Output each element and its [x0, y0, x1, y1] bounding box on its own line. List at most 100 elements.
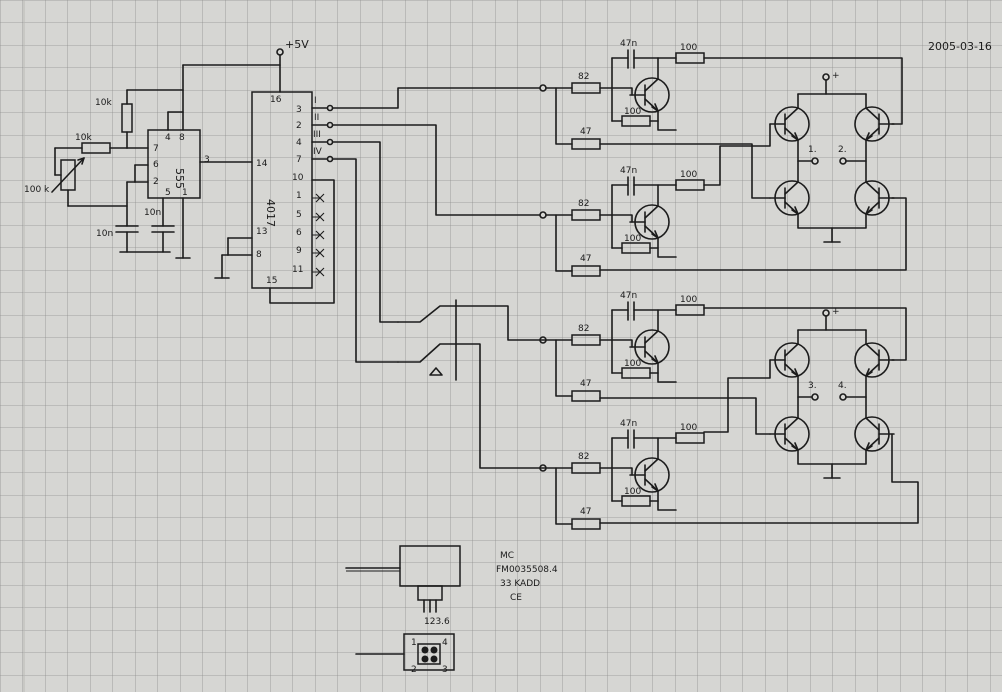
pin-16: 16 [270, 95, 282, 105]
motor-line-2: FM0035508.4 [496, 565, 558, 575]
output-terminal [839, 157, 847, 165]
output-label-b: 4. [838, 381, 847, 391]
ic-555-pin6: 6 [153, 160, 159, 170]
wire [599, 339, 633, 348]
bridge-plus-label: + [832, 307, 840, 317]
emitter-resistor-label: 100 [624, 359, 641, 369]
bridge-plus-label: + [832, 71, 840, 81]
wire [703, 123, 771, 186]
ic-555-pin7: 7 [153, 144, 159, 154]
pulldown-resistor [571, 265, 601, 277]
capacitor-label: 47n [620, 39, 637, 49]
ic-555-pin3: 3 [204, 155, 210, 165]
collector-resistor [675, 304, 705, 316]
wire [599, 433, 919, 524]
pin-1: 1 [296, 191, 302, 201]
collector-resistor-label: 100 [680, 43, 697, 53]
wire [599, 397, 771, 435]
collector-resistor-label: 100 [680, 295, 697, 305]
base-resistor-label: 82 [578, 452, 589, 462]
r-top-label: 10k [95, 98, 112, 108]
pulldown-resistor-label: 47 [580, 127, 591, 137]
pin-2: 2 [296, 121, 302, 131]
pin-13: 13 [256, 227, 267, 237]
pin-14: 14 [256, 159, 268, 169]
pin-9: 9 [296, 246, 302, 256]
motor-sketch: 123.6 MC FM0035508.4 33 KADD CE 1 4 2 3 [345, 545, 558, 675]
ic-4017-name: 4017 [264, 199, 277, 227]
supply-label: +5V [285, 38, 309, 51]
output-terminal [811, 157, 819, 165]
out-II: II [314, 113, 319, 123]
ic-555-pin1: 1 [182, 188, 188, 198]
pin-8: 8 [256, 250, 262, 260]
ic-555-pin8: 8 [179, 133, 185, 143]
wire [657, 110, 677, 131]
output-terminal [839, 393, 847, 401]
ic-555-name: 555 [173, 168, 186, 189]
base-resistor-label: 82 [578, 324, 589, 334]
pulldown-resistor [571, 518, 601, 530]
out-I: I [314, 96, 317, 106]
pulldown-resistor-label: 47 [580, 379, 591, 389]
conn-pin-2: 2 [411, 665, 417, 675]
output-routing [311, 87, 546, 469]
pin-11: 11 [292, 265, 303, 275]
wire [703, 359, 771, 433]
pulldown-resistor-label: 47 [580, 507, 591, 517]
pin-4: 4 [296, 138, 302, 148]
ic-4017: 4017 16 14 13 8 15 3 2 4 7 10 1 5 6 9 11… [214, 91, 335, 304]
pin-15: 15 [266, 276, 277, 286]
conn-pin-1: 1 [411, 638, 417, 648]
supply-node [822, 309, 830, 317]
ic-555-pin4: 4 [165, 133, 171, 143]
emitter-resistor-label: 100 [624, 234, 641, 244]
capacitor-label: 47n [620, 291, 637, 301]
capacitor-label: 47n [620, 166, 637, 176]
pulldown-resistor-label: 47 [580, 254, 591, 264]
wire [599, 143, 771, 199]
wire [703, 57, 903, 125]
emitter-resistor-label: 100 [624, 107, 641, 117]
wire [657, 362, 677, 383]
supply-node [822, 73, 830, 81]
out-IV: IV [313, 147, 323, 157]
r-series-label: 10k [75, 133, 92, 143]
wire [599, 87, 633, 96]
pin-3: 3 [296, 105, 302, 115]
ic-555: 555 4 8 7 6 2 5 1 3 [147, 111, 253, 199]
emitter-resistor-label: 100 [624, 487, 641, 497]
output-label-a: 1. [808, 145, 817, 155]
wire [599, 467, 633, 476]
output-label-b: 2. [838, 145, 847, 155]
pin-7: 7 [296, 155, 302, 165]
wire [555, 467, 573, 525]
conn-pin-4: 4 [442, 638, 448, 648]
base-resistor-label: 82 [578, 72, 589, 82]
capacitor-label: 47n [620, 419, 637, 429]
wire [555, 214, 573, 272]
supply-rail: +5V [121, 38, 309, 133]
output-terminal [811, 393, 819, 401]
pin-10: 10 [292, 173, 304, 183]
c-ctrl-label: 10n [144, 208, 161, 218]
pin-5: 5 [296, 210, 302, 220]
pot-label: 100 k [24, 185, 50, 195]
timing-network: 10k 10k 100 k 10n 10n [24, 98, 191, 259]
wire [555, 87, 573, 145]
collector-resistor [675, 432, 705, 444]
pulldown-resistor [571, 390, 601, 402]
ic-555-pin2: 2 [153, 177, 159, 187]
collector-resistor-label: 100 [680, 170, 697, 180]
c-timing-label: 10n [96, 229, 113, 239]
out-III: III [313, 130, 321, 140]
motor-line-4: CE [510, 593, 522, 603]
motor-line-1: MC [500, 551, 514, 561]
wire [657, 237, 677, 258]
output-label-a: 3. [808, 381, 817, 391]
wire [599, 197, 907, 271]
wire [703, 307, 907, 361]
